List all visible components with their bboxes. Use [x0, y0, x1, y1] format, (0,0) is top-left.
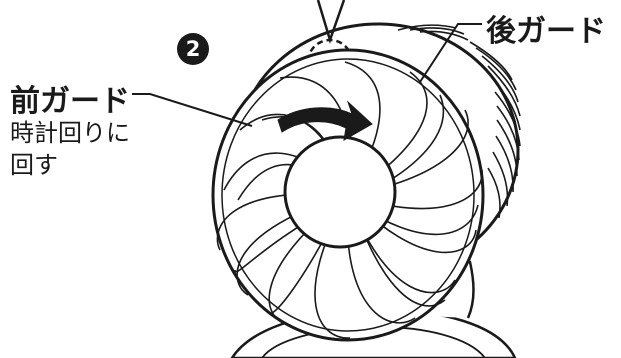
front-guard — [213, 50, 483, 340]
instruction-line-1: 時計回りに — [10, 118, 130, 148]
rear-guard-label: 後ガード — [486, 6, 606, 50]
instruction-line-2: 回す — [10, 150, 58, 180]
step-number-badge: 2 — [177, 33, 209, 65]
front-guard-label: 前ガード — [10, 76, 130, 120]
front-guard-leader — [132, 94, 252, 126]
